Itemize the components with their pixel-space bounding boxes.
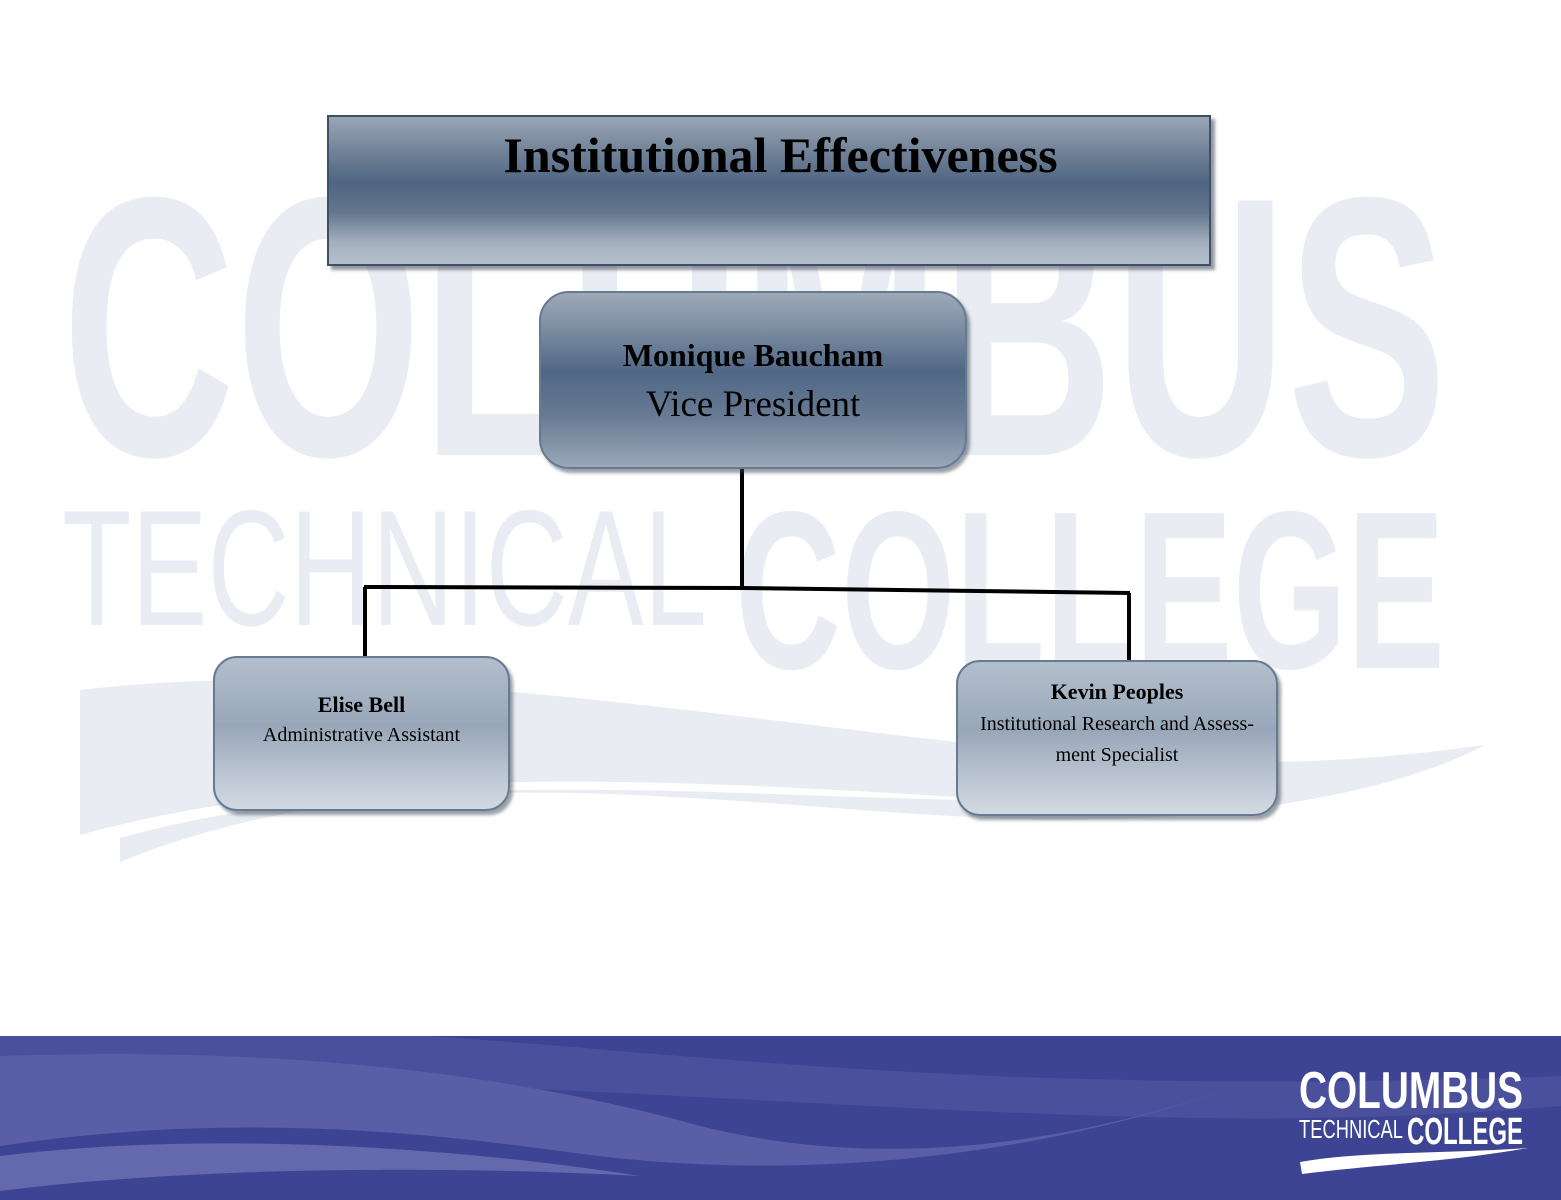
node-role-line2: ment Specialist xyxy=(1055,744,1179,766)
footer-band: COLUMBUS TECHNICAL COLLEGE xyxy=(0,1036,1561,1200)
footer-logo-line1: COLUMBUS xyxy=(1299,1062,1523,1120)
org-node-administrative-assistant xyxy=(213,656,510,811)
org-node-research-specialist xyxy=(956,660,1278,816)
node-name: Monique Baucham xyxy=(622,337,884,373)
node-name: Elise Bell xyxy=(317,692,406,717)
org-node-vice-president xyxy=(539,291,967,469)
title-banner xyxy=(327,115,1211,266)
page-title: Institutional Effectiveness xyxy=(503,127,1058,183)
node-role: Administrative Assistant xyxy=(262,724,461,746)
footer-logo-line2-right: COLLEGE xyxy=(1407,1111,1523,1153)
node-role: Vice President xyxy=(645,384,861,425)
node-role-line1: Institutional Research and Assess- xyxy=(980,713,1254,735)
node-name: Kevin Peoples xyxy=(1050,679,1184,704)
node-role: Institutional Research and Assess- ment … xyxy=(962,709,1272,771)
connector-horizontal xyxy=(363,585,1131,595)
footer-logo: COLUMBUS TECHNICAL COLLEGE xyxy=(1299,1062,1528,1174)
footer-logo-line2-left: TECHNICAL xyxy=(1299,1114,1403,1144)
watermark-line2-left: TECHNICAL xyxy=(62,476,707,660)
footer-logo-swoosh xyxy=(1300,1148,1528,1174)
